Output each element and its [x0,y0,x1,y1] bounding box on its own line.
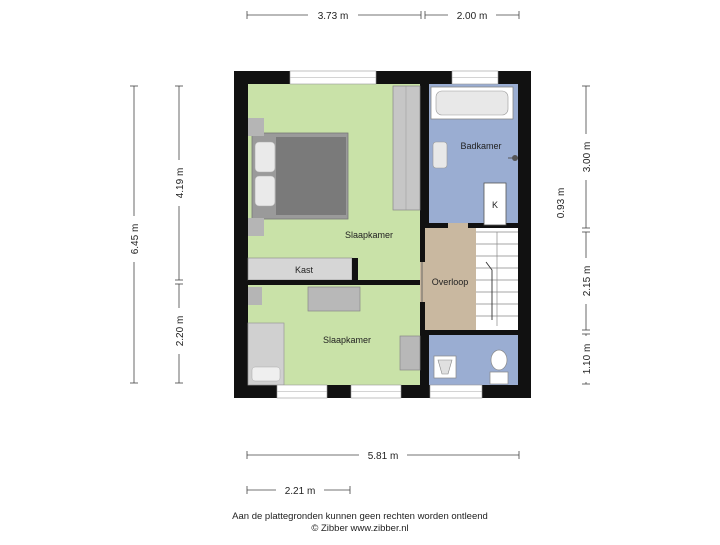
label-bedroom-second: Slaapkamer [323,335,371,345]
dim-right-mid-small: 0.93 m [556,188,567,219]
dim-right: 3.00 m 0.93 m 2.15 m 1.10 m [553,85,593,385]
dim-bottom-total: 5.81 m [368,451,399,462]
door-bath-landing [448,223,468,228]
bed-double [248,118,349,236]
dim-top-right: 2.00 m [457,11,488,22]
dim-bottom: 5.81 m 2.21 m [246,448,520,497]
label-landing: Overloop [432,277,469,287]
landing-area [425,228,476,330]
floorplan: Slaapkamer Slaapkamer Badkamer Overloop … [234,70,531,399]
dim-left-upper: 4.19 m [175,168,186,199]
stairs-arrow-icon [485,261,493,320]
sink [432,141,448,169]
dim-right-bottom: 1.10 m [582,344,593,375]
label-bathroom: Badkamer [460,141,501,151]
dim-top: 3.73 m 2.00 m [246,8,520,22]
windows-top [289,70,499,85]
stairs [476,231,518,326]
wardrobe-main [392,85,421,211]
chest-second [399,335,421,371]
dim-left: 6.45 m 4.19 m 2.20 m [127,85,186,384]
dim-left-total: 6.45 m [130,224,141,255]
dim-bottom-partial: 2.21 m [285,486,316,497]
door-bedroom-landing [420,262,425,302]
footer-disclaimer: Aan de plattegronden kunnen geen rechten… [232,511,488,522]
windows-bottom [276,384,483,399]
dim-right-mid: 2.15 m [582,266,593,297]
desk-second [307,286,361,312]
label-closet: Kast [295,265,314,275]
dim-right-top: 3.00 m [582,142,593,173]
dim-left-lower: 2.20 m [175,316,186,347]
footer-copyright: © Zibber www.zibber.nl [311,523,409,534]
dim-top-left: 3.73 m [318,11,349,22]
label-cabinet: K [492,200,498,210]
toilet [490,349,508,371]
label-bedroom-main: Slaapkamer [345,230,393,240]
cabinet-k [483,182,507,226]
